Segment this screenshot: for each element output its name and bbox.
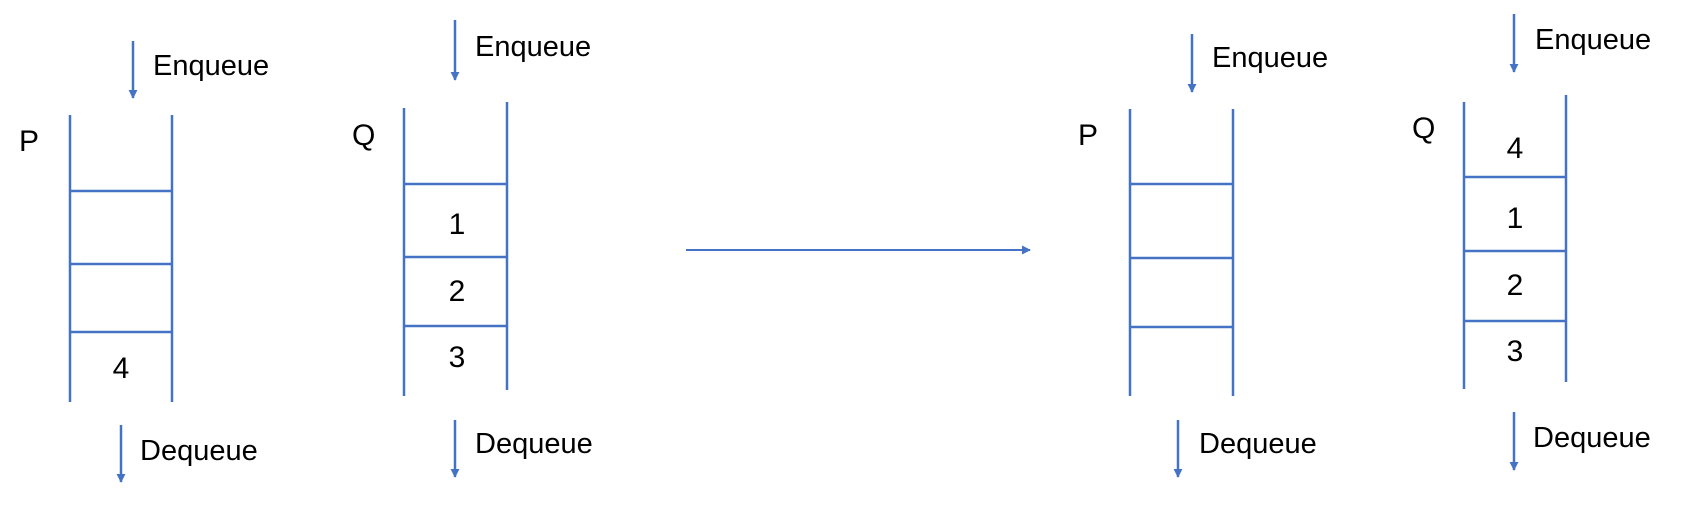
dequeue-label: Dequeue [1199, 428, 1317, 460]
queue-name: P [1078, 119, 1098, 152]
queue-p-after [1128, 34, 1235, 478]
queue-name: Q [1412, 112, 1435, 145]
dequeue-label: Dequeue [1533, 422, 1651, 454]
queue-q-before [402, 20, 509, 478]
dequeue-label: Dequeue [475, 428, 593, 460]
enqueue-label: Enqueue [475, 31, 591, 63]
queue-p-before [68, 41, 174, 483]
enqueue-label: Enqueue [1535, 24, 1651, 56]
queue-cell: 4 [1507, 132, 1524, 165]
queue-name: Q [352, 119, 375, 152]
enqueue-label: Enqueue [153, 50, 269, 82]
queue-cell: 4 [113, 352, 130, 385]
queue-cell: 2 [449, 275, 466, 308]
queue-cell: 1 [1507, 202, 1524, 235]
queue-cell: 1 [449, 208, 466, 241]
dequeue-label: Dequeue [140, 435, 258, 467]
queue-q-after [1462, 14, 1568, 471]
queue-cell: 3 [1507, 335, 1524, 368]
queue-cell: 3 [449, 341, 466, 374]
enqueue-label: Enqueue [1212, 42, 1328, 74]
queue-cell: 2 [1507, 269, 1524, 302]
queue-name: P [19, 125, 39, 158]
